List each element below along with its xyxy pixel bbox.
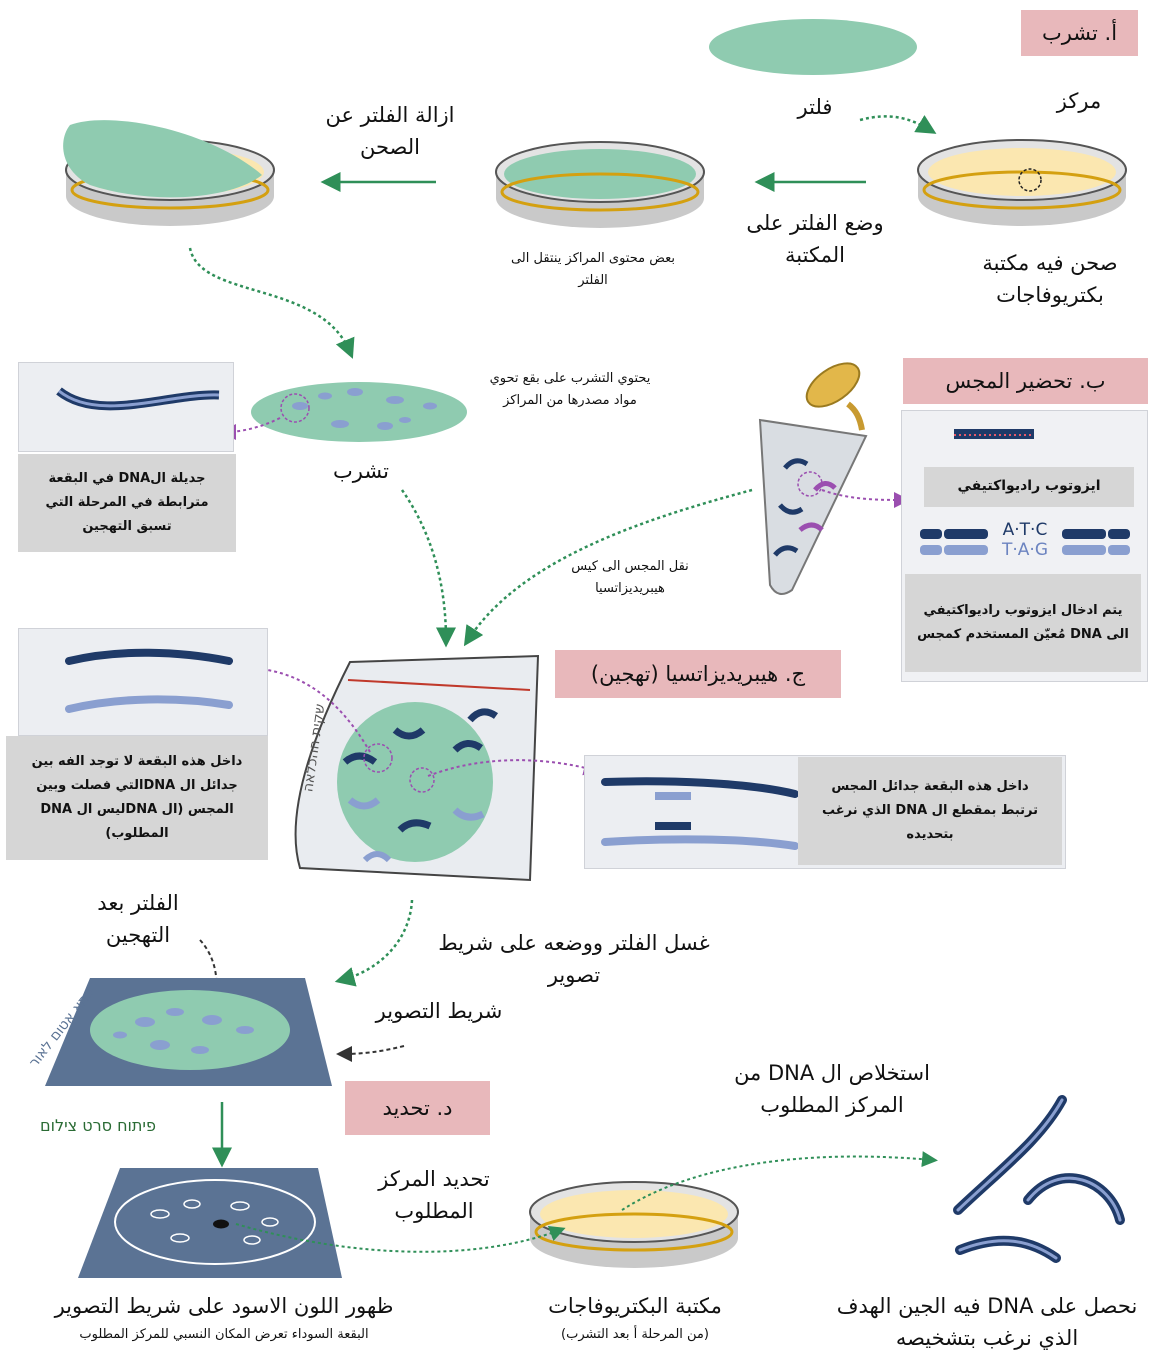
wash-filter-label: غسل الفلتر ووضعه على شريط تصوير <box>436 928 712 991</box>
some-content-label: بعض محتوى المراكز ينتقل الى الفلتر <box>508 248 678 292</box>
film-hebrew-label: פיתוח סרט צילום <box>40 1116 156 1135</box>
remove-filter-label: ازالة الفلتر عن الصحن <box>310 100 470 163</box>
colony-label: مركز <box>1044 86 1114 118</box>
strand-box-text: جديلة الDNA في البقعة مترابطة في المرحلة… <box>28 467 226 539</box>
no-binding-box-text: داخل هذه البقعة لا توجد الفه بين جدائل ا… <box>16 750 258 846</box>
stage-c-text: ج. هيبريديزاتسيا (تهجين) <box>591 662 805 686</box>
result-title: نحصل على DNA فيه الجين الهدف الذي نرغب ب… <box>820 1291 1154 1354</box>
arrow-film-strip <box>342 1046 404 1054</box>
extract-dna-label: استخلاص ال DNA من المركز المطلوب <box>716 1058 948 1121</box>
binding-box: داخل هذه البقعة جدائل المجس ترتبط بمقطع … <box>798 757 1062 865</box>
stage-a-text: أ. تشرب <box>1042 21 1117 45</box>
isotope-box: ايزوتوب راديواكتيفي <box>924 467 1134 507</box>
blot-contains-label: يحتوي التشرب على بقع تحوي مواد مصدرها من… <box>486 368 654 412</box>
strand-box: جديلة الDNA في البقعة مترابطة في المرحلة… <box>18 454 236 552</box>
transfer-probe-label: نقل المجس الى كيس هيبريديزاتسيا <box>550 556 710 600</box>
arrow-filter-to-plate <box>860 116 930 130</box>
strand-panel <box>18 362 234 452</box>
arrow-blot-to-bag <box>402 490 446 640</box>
arrow-to-blot <box>190 248 350 352</box>
sequence-bottom: T·A·G <box>990 538 1060 564</box>
filter-after-label: الفلتر بعد التهجين <box>78 888 198 951</box>
stage-d-label: د. تحديد <box>345 1081 490 1135</box>
black-spot-title: ظهور اللون الاسود على شريط التصوير <box>24 1291 424 1323</box>
single-strand-icon <box>19 363 233 451</box>
stage-b-text: ب. تحضير المجس <box>945 369 1105 393</box>
identify-colony-label: تحديد المركز المطلوب <box>354 1164 514 1227</box>
filter-disc <box>709 19 917 75</box>
blot-label: تشرب <box>316 456 406 488</box>
developed-film <box>78 1168 342 1278</box>
separated-strands-icon <box>19 629 267 735</box>
arrow-bag-to-film <box>342 900 412 980</box>
stage-c-label: ج. هيبريديزاتسيا (تهجين) <box>555 650 841 698</box>
hybridization-bag <box>296 656 538 880</box>
blot-filter <box>251 382 467 442</box>
black-spot-sub: البقعة السوداء تعرض المكان النسبي للمركز… <box>24 1325 424 1345</box>
bottom-library-dish <box>530 1182 738 1268</box>
filter-label: فلتر <box>780 92 850 124</box>
filter-removal-dish <box>63 120 274 226</box>
stage-d-text: د. تحديد <box>383 1096 453 1120</box>
isotope-box-text: ايزوتوب راديواكتيفي <box>957 474 1100 500</box>
film-strip-label: شريط التصوير <box>364 996 514 1028</box>
probe-tube <box>760 355 867 594</box>
insert-box: يتم ادخال ايزوتوب راديواكتيفي الى DNA مُ… <box>905 574 1141 672</box>
plate-with-filter-dish <box>496 142 704 228</box>
bound-strands-icon <box>585 756 805 868</box>
binding-box-text: داخل هذه البقعة جدائل المجس ترتبط بمقطع … <box>814 775 1046 847</box>
library-title: مكتبة البكتريوفاجات <box>520 1291 750 1323</box>
library-plate-label: صحن فيه مكتبة بكتريوفاجات <box>970 248 1130 311</box>
place-filter-label: وضع الفلتر على المكتبة <box>730 208 900 271</box>
library-sub: (من المرحلة أ بعد التشرب) <box>520 1325 750 1345</box>
insert-box-text: يتم ادخال ايزوتوب راديواكتيفي الى DNA مُ… <box>913 599 1133 647</box>
extracted-dna <box>958 1100 1120 1258</box>
stage-a-label: أ. تشرب <box>1021 10 1138 56</box>
library-plate-dish <box>918 140 1126 226</box>
stage-b-label: ب. تحضير المجس <box>903 358 1148 404</box>
no-binding-panel <box>18 628 268 736</box>
no-binding-box: داخل هذه البقعة لا توجد الفه بين جدائل ا… <box>6 736 268 860</box>
